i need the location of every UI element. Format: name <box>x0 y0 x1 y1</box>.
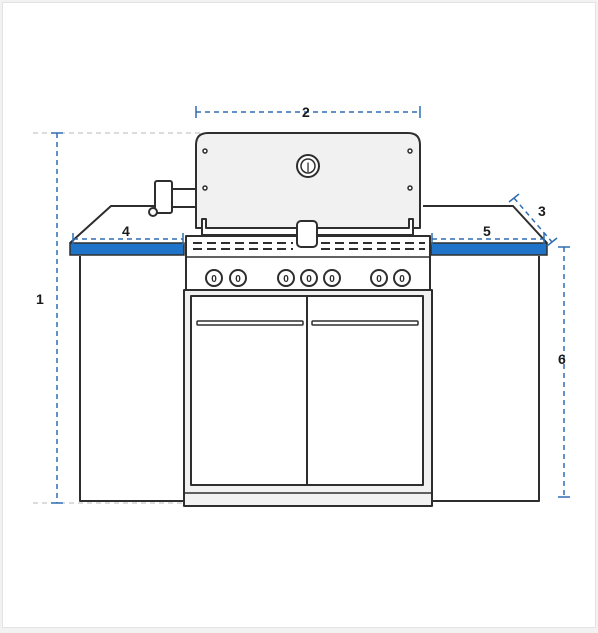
dim-3-tick-bottom <box>546 237 558 247</box>
lid-screw-tr <box>407 148 413 154</box>
lid-screw-tl <box>202 148 208 154</box>
side-burner-motor <box>154 180 173 214</box>
dim-6-label: 6 <box>558 351 566 367</box>
lid-handle <box>201 218 414 236</box>
control-knob-marking-1: 0 <box>211 274 217 285</box>
dim-3-line <box>513 197 553 243</box>
lid-thermometer-marking: | <box>307 162 310 173</box>
lid-screw-ml <box>202 185 208 191</box>
left-counter-top <box>69 242 185 256</box>
side-burner-knob <box>148 207 158 217</box>
dim-3-label: 3 <box>538 203 546 219</box>
lid-screw-mr <box>407 185 413 191</box>
dim-3-tick-top <box>508 193 520 203</box>
right-door-handle <box>311 320 419 326</box>
lid-latch <box>296 220 318 248</box>
grill-lid <box>195 132 421 229</box>
right-counter-surface <box>423 205 548 244</box>
control-knob-marking-4: 0 <box>306 274 312 285</box>
control-knob-3 <box>277 269 295 287</box>
control-knob-marking-7: 0 <box>399 274 405 285</box>
control-knob-marking-5: 0 <box>329 274 335 285</box>
lid-thermometer-inner <box>300 158 316 174</box>
left-door-handle <box>196 320 304 326</box>
control-knob-6 <box>370 269 388 287</box>
control-knob-7 <box>393 269 411 287</box>
control-knob-marking-2: 0 <box>235 274 241 285</box>
control-knob-5 <box>323 269 341 287</box>
dim-4-label: 4 <box>122 223 130 239</box>
control-knob-marking-6: 0 <box>376 274 382 285</box>
control-knob-2 <box>229 269 247 287</box>
right-counter-top <box>430 242 548 256</box>
control-knob-4 <box>300 269 318 287</box>
grill-island-diagram: | 0 0 0 0 0 0 0 <box>33 104 570 507</box>
dim-1-label: 1 <box>36 291 44 307</box>
control-knobs: 0 0 0 0 0 0 0 <box>205 269 411 287</box>
dim-5-label: 5 <box>483 223 491 239</box>
side-burner-bracket <box>171 188 197 208</box>
left-cabinet-body <box>79 256 183 502</box>
dim-2-label: 2 <box>302 104 310 120</box>
control-knob-1 <box>205 269 223 287</box>
control-knob-marking-3: 0 <box>283 274 289 285</box>
control-panel-vents <box>193 242 425 250</box>
right-cabinet-body <box>433 256 540 502</box>
